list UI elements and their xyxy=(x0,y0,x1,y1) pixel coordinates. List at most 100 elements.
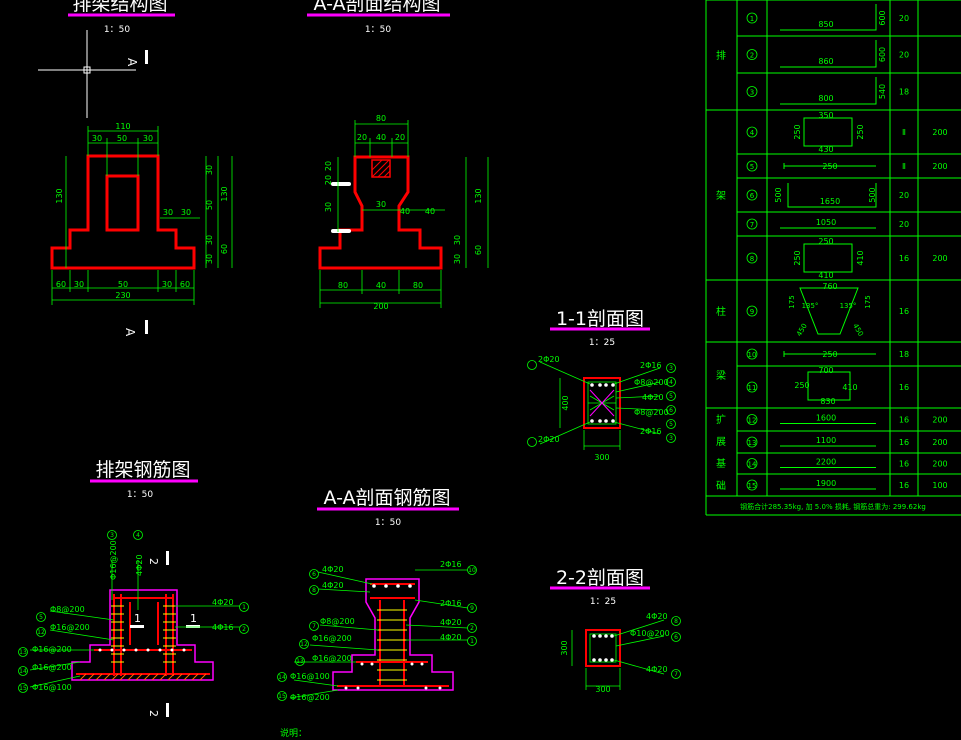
rebar-dim: 250 xyxy=(822,162,837,171)
rebar-dim: 175 xyxy=(864,295,872,308)
rebar-dim: 250 xyxy=(818,237,833,246)
table-group-label: 基 xyxy=(716,457,726,470)
svg-text:130: 130 xyxy=(55,188,64,203)
aa-dim-lines xyxy=(319,120,489,308)
table-row-number-circle xyxy=(746,458,758,469)
frame-rebar-title: 排架钢筋图 xyxy=(95,459,190,481)
rebar-dim: 1050 xyxy=(816,218,836,227)
rebar-dim: 135° xyxy=(840,302,857,310)
table-row-diameter: 18 xyxy=(899,350,909,359)
svg-text:13: 13 xyxy=(296,658,304,665)
svg-text:5: 5 xyxy=(669,421,673,428)
svg-text:4Φ20: 4Φ20 xyxy=(642,393,664,402)
aa-structure-scale: 1：50 xyxy=(365,25,391,35)
section-mark-a-bottom: A xyxy=(123,320,148,337)
table-row-diameter: 20 xyxy=(899,191,909,200)
svg-text:4Φ20: 4Φ20 xyxy=(646,612,668,621)
svg-text:9: 9 xyxy=(470,605,474,612)
rebar-shape xyxy=(780,4,877,31)
table-row-number-circle xyxy=(746,436,758,448)
section-22-circle-nums: 8 6 7 xyxy=(674,618,678,678)
rebar-dim: 540 xyxy=(878,84,887,99)
section-11-labels: 2Φ20 2Φ20 2Φ16 Φ8@200 4Φ20 Φ8@200 2Φ16 4… xyxy=(538,355,669,462)
svg-text:2Φ16: 2Φ16 xyxy=(440,560,462,569)
rebar-shape xyxy=(787,183,877,208)
table-row-diameter: 16 xyxy=(899,254,909,263)
svg-text:Φ16@200: Φ16@200 xyxy=(109,540,118,580)
section-mark-a-top: A xyxy=(125,50,148,67)
svg-text:Φ16@100: Φ16@100 xyxy=(32,683,72,692)
rebar-dim: 250 xyxy=(856,124,865,139)
rebar-dim: 250 xyxy=(794,381,809,390)
svg-text:Φ16@200: Φ16@200 xyxy=(312,634,352,643)
table-row-number-circle xyxy=(746,252,758,264)
svg-text:3: 3 xyxy=(669,365,673,372)
frame-opening xyxy=(105,174,140,232)
rebar-shape xyxy=(807,371,851,401)
svg-text:Φ16@200: Φ16@200 xyxy=(32,645,72,654)
table-row-number-circle xyxy=(746,86,758,97)
table-group-label: 扩 xyxy=(716,413,726,426)
rebar-dim: 800 xyxy=(818,94,833,103)
aa-hatch-lines xyxy=(371,159,391,178)
section-22-labels: 4Φ20 Φ10@200 4Φ20 300 300 xyxy=(560,612,670,694)
svg-text:7: 7 xyxy=(312,623,316,630)
frame-rebar-view: 排架钢筋图 1：50 xyxy=(18,459,249,717)
rebar-shape xyxy=(799,287,859,335)
svg-text:30: 30 xyxy=(92,134,102,143)
rebar-dim: 250 xyxy=(793,124,802,139)
table-row-spacing: 100 xyxy=(932,481,947,490)
table-row-diameter: 20 xyxy=(899,51,909,60)
frame-rebar-hatch xyxy=(79,673,207,681)
rebar-shape xyxy=(780,77,877,105)
svg-text:30: 30 xyxy=(205,165,214,175)
table-row-number-circle xyxy=(746,479,758,491)
svg-text:4Φ20: 4Φ20 xyxy=(646,665,668,674)
svg-text:50: 50 xyxy=(118,280,128,289)
aa-rebar-dots xyxy=(344,584,442,690)
frame-structure-view: 排架结构图 1：50 A xyxy=(38,0,233,337)
frame-structure-title: 排架结构图 xyxy=(72,0,167,15)
rebar-dim: 175 xyxy=(788,295,796,308)
svg-text:300: 300 xyxy=(595,685,610,694)
svg-text:13: 13 xyxy=(19,649,27,656)
aa-beam-hatch xyxy=(371,159,391,178)
svg-text:2Φ20: 2Φ20 xyxy=(538,355,560,364)
svg-text:80: 80 xyxy=(413,281,423,290)
table-row-diameter: 16 xyxy=(899,438,909,447)
svg-text:60: 60 xyxy=(474,245,483,255)
rebar-dim: 830 xyxy=(820,397,835,406)
aa-rebar-bars xyxy=(337,583,449,687)
svg-text:2Φ16: 2Φ16 xyxy=(640,427,662,436)
svg-text:30: 30 xyxy=(205,235,214,245)
svg-text:200: 200 xyxy=(373,302,388,311)
table-row-number: 15 xyxy=(748,482,757,490)
table-row-spacing: 200 xyxy=(932,438,947,447)
svg-text:Φ8@200: Φ8@200 xyxy=(634,408,669,417)
svg-text:20: 20 xyxy=(395,133,405,142)
section-11-scale: 1：25 xyxy=(589,338,615,348)
frame-structure-scale: 1：50 xyxy=(104,25,130,35)
table-row-number-circle xyxy=(746,189,758,201)
rebar-dim: 2200 xyxy=(816,458,836,467)
rebar-dim: 410 xyxy=(818,271,833,280)
table-row-number-circle xyxy=(746,126,758,138)
section-11-circle-nums: 3 4 5 6 5 3 xyxy=(669,365,673,442)
svg-text:7: 7 xyxy=(674,671,678,678)
svg-text:12: 12 xyxy=(37,629,45,636)
ucs-axis-icon xyxy=(38,30,136,118)
svg-text:4Φ20: 4Φ20 xyxy=(322,565,344,574)
svg-text:1: 1 xyxy=(470,638,474,645)
table-row-number-circle xyxy=(746,381,758,393)
svg-text:60: 60 xyxy=(180,280,190,289)
svg-text:1: 1 xyxy=(190,612,197,625)
svg-text:Φ8@200: Φ8@200 xyxy=(50,605,85,614)
svg-text:2: 2 xyxy=(147,710,160,717)
svg-text:2: 2 xyxy=(470,625,474,632)
section-marks-frame-rebar: 2 2 1 1 xyxy=(130,551,200,717)
table-row-diameter: Ⅱ xyxy=(902,128,906,137)
svg-text:4: 4 xyxy=(136,532,140,539)
table-row-number: 2 xyxy=(750,52,754,60)
svg-text:14: 14 xyxy=(19,668,27,675)
table-row-number-circle xyxy=(746,348,758,360)
